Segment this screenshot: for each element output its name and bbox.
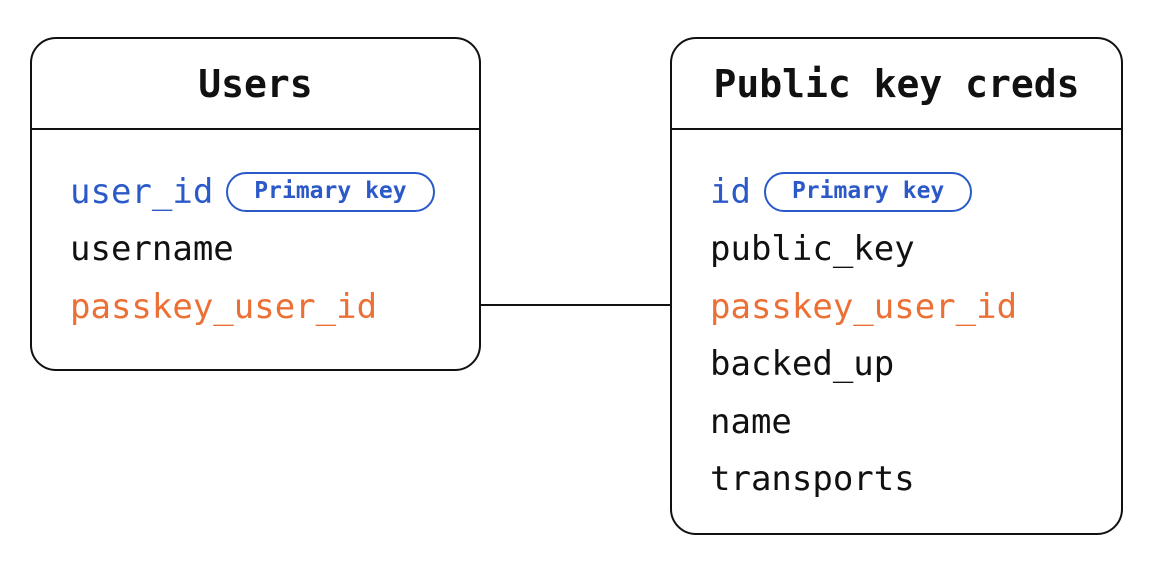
field-row-name: name — [710, 393, 1085, 451]
field-name: public_key — [710, 229, 915, 270]
field-name: user_id — [70, 171, 214, 212]
table-title: Users — [198, 61, 313, 106]
field-name: passkey_user_id — [710, 286, 1018, 327]
primary-key-badge: Primary key — [763, 171, 973, 212]
field-name: transports — [710, 459, 915, 500]
field-row-backed_up: backed_up — [710, 336, 1085, 394]
field-name: id — [710, 171, 751, 212]
field-row-passkey_user_id: passkey_user_id — [70, 278, 443, 336]
field-name: backed_up — [710, 344, 895, 385]
table-public-key-creds-header: Public key creds — [672, 39, 1121, 130]
field-name: username — [70, 229, 234, 270]
table-users: Users user_id Primary key username passkey_… — [30, 37, 481, 371]
field-name: passkey_user_id — [70, 286, 378, 327]
primary-key-badge: Primary key — [226, 171, 435, 212]
field-row-username: username — [70, 221, 443, 279]
relationship-line — [480, 304, 672, 306]
field-row-transports: transports — [710, 451, 1085, 509]
table-public-key-creds: Public key creds id Primary key public_key… — [670, 37, 1123, 535]
field-row-user_id: user_id Primary key — [70, 163, 443, 221]
table-users-header: Users — [32, 39, 479, 130]
field-row-id: id Primary key — [710, 163, 1085, 221]
field-row-public_key: public_key — [710, 221, 1085, 279]
table-users-fields: user_id Primary key username passkey_user_i… — [32, 130, 479, 336]
field-name: name — [710, 401, 792, 442]
field-row-passkey_user_id: passkey_user_id — [710, 278, 1085, 336]
table-title: Public key creds — [713, 61, 1080, 106]
